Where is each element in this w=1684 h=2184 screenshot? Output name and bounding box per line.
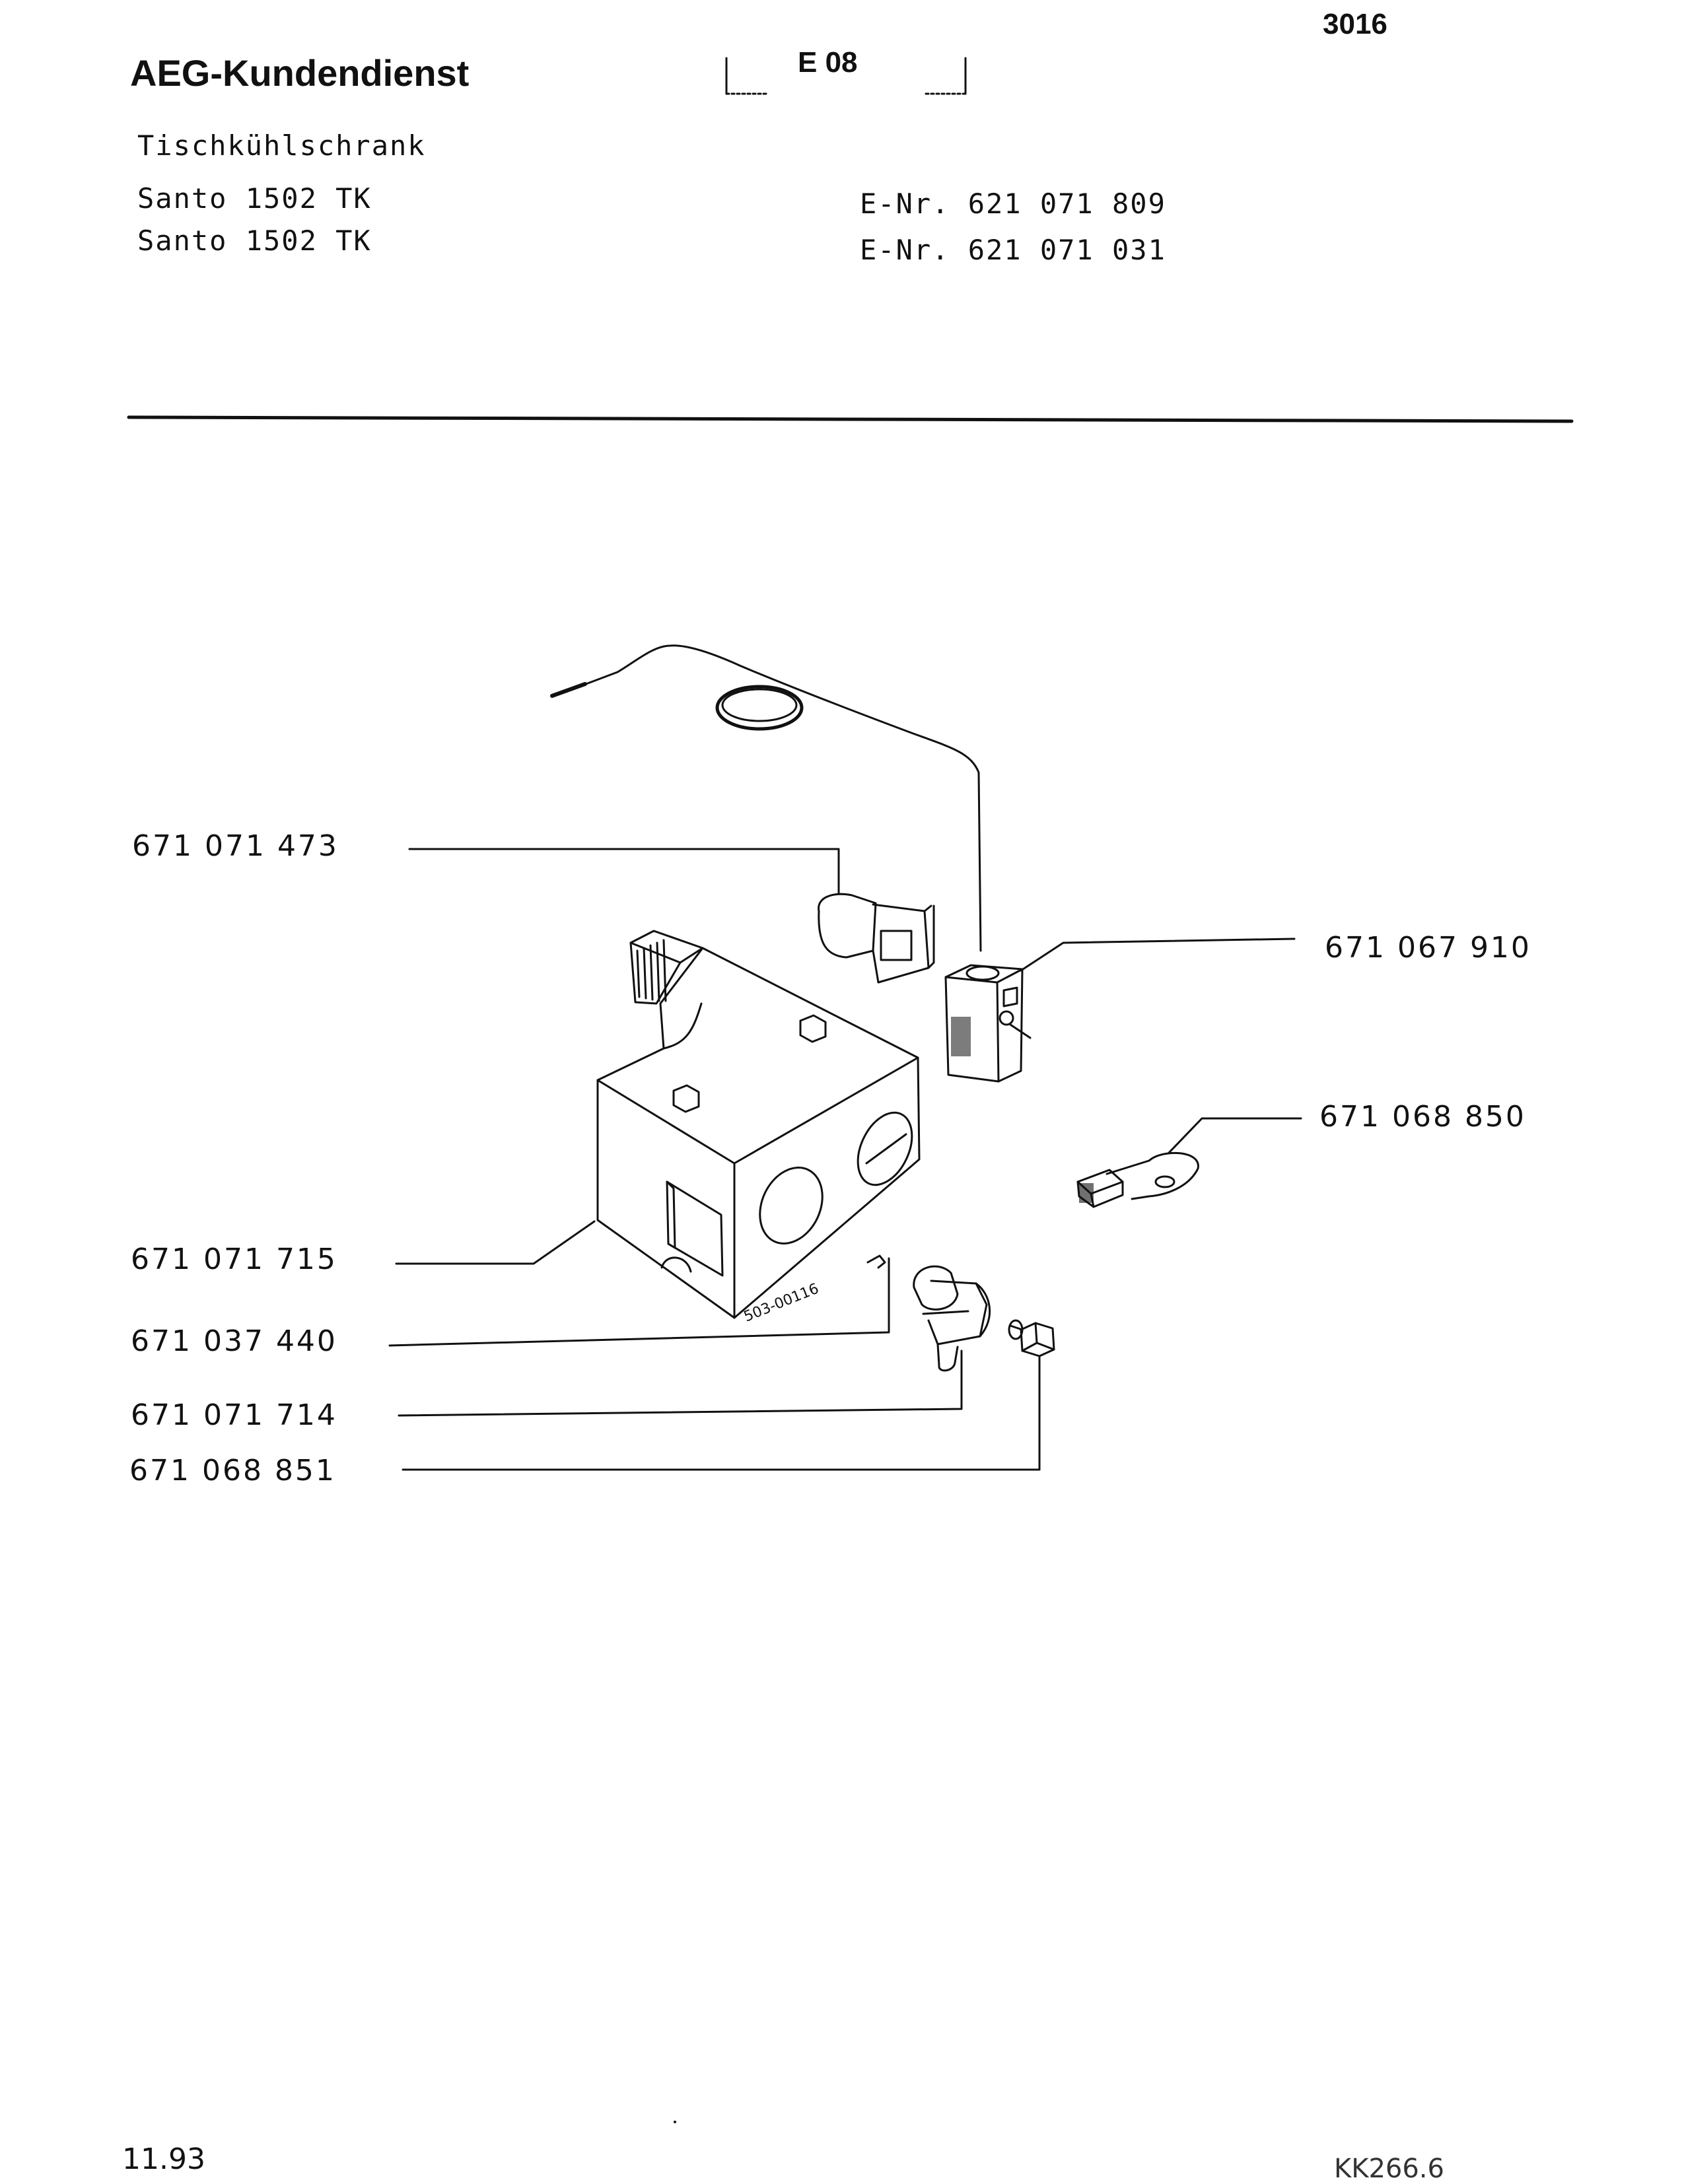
thermostat-capillary-tube xyxy=(550,644,982,952)
part-label-pushbutton: 671 068 851 xyxy=(129,1454,336,1487)
leader-thermostat xyxy=(1020,938,1296,972)
drawing-code: 503-00116 xyxy=(742,1280,822,1325)
section-bracket-right xyxy=(925,57,967,95)
part-label-thermostat: 671 067 910 xyxy=(1325,931,1531,965)
model-enr-1: E-Nr. 621 071 809 xyxy=(860,188,1166,220)
model-name-1: Santo 1502 TK xyxy=(137,182,372,215)
part-label-light-switch-button: 671 068 850 xyxy=(1319,1100,1526,1134)
light-switch-button-part xyxy=(1076,1151,1199,1208)
leader-light-switch-button xyxy=(1168,1117,1302,1154)
header-divider xyxy=(127,415,1574,423)
model-name-2: Santo 1502 TK xyxy=(137,224,372,257)
section-bracket-left xyxy=(725,57,767,95)
footer-date: 11.93 xyxy=(122,2142,205,2176)
part-label-lamp-holder: 671 071 714 xyxy=(131,1398,337,1432)
spring-clip-part xyxy=(866,1254,890,1332)
switch-housing-part: 503-00116 xyxy=(596,930,921,1326)
leader-thermostat-knob-holder xyxy=(408,848,840,894)
thermostat-body xyxy=(944,964,1032,1083)
part-label-thermostat-knob-holder: 671 071 473 xyxy=(132,829,339,863)
lamp-holder-part xyxy=(913,1265,991,1372)
part-label-spring-clip: 671 037 440 xyxy=(131,1324,337,1358)
part-label-switch-housing: 671 071 715 xyxy=(131,1243,337,1276)
leader-spring-clip xyxy=(388,1264,890,1347)
pushbutton-part xyxy=(1008,1319,1055,1357)
brand-title: AEG-Kundendienst xyxy=(130,52,470,94)
leader-pushbutton xyxy=(402,1356,1041,1471)
page-number: 3016 xyxy=(1323,8,1387,40)
model-enr-2: E-Nr. 621 071 031 xyxy=(860,234,1166,266)
registration-dot xyxy=(674,2121,676,2123)
leader-lamp-holder xyxy=(398,1349,963,1417)
leader-switch-housing xyxy=(395,1220,596,1265)
section-code: E 08 xyxy=(798,46,858,79)
thermostat-knob-holder-part xyxy=(818,893,935,984)
product-category: Tischkühlschrank xyxy=(137,129,426,162)
